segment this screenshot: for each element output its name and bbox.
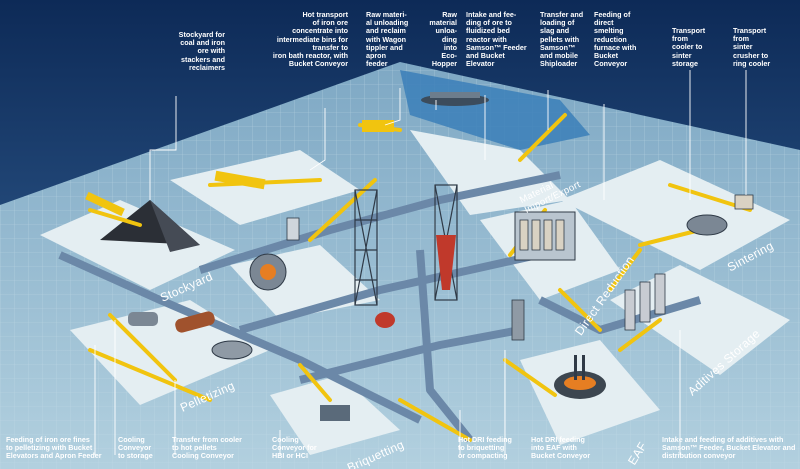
ladle <box>375 312 395 328</box>
callout-cooling-storage: Cooling Conveyor to storage <box>118 435 153 461</box>
rotary-kiln <box>175 311 215 333</box>
eaf-molten <box>564 376 596 390</box>
dri-column <box>511 299 525 341</box>
pelletizing-drum <box>128 312 158 326</box>
lattice-tower-left <box>354 189 378 306</box>
callout-transfer-loading-slag: Transfer and loading of slag and pellets… <box>540 10 584 69</box>
callout-feeding-direct-smelting: Feeding of direct smelting reduction fur… <box>594 10 637 69</box>
pad-import <box>410 130 570 215</box>
pad-stockyard <box>40 200 235 290</box>
harbour-water <box>400 70 590 150</box>
callout-raw-material-eco: Raw material unloa- ding into Eco- Hoppe… <box>429 10 457 69</box>
ship-deck <box>430 92 480 98</box>
callout-transport-cooler: Transport from cooler to sinter storage <box>672 26 706 68</box>
stacker <box>85 191 125 217</box>
additive-silos <box>624 273 666 331</box>
reclaimer <box>214 170 266 190</box>
reactor-cone <box>436 235 456 290</box>
callout-cooling-hbi: Cooling Conveyor for HBI or HCI <box>272 435 317 461</box>
callout-transfer-cooler-pellets: Transfer from cooler to hot pellets Cool… <box>172 435 242 461</box>
eaf-electrode-2 <box>582 355 585 380</box>
ring-cooler-core <box>260 264 276 280</box>
callout-raw-material-unloading: Raw materi- al unloading and reclaim wit… <box>366 10 409 69</box>
coal-stockpile-shade <box>150 200 200 252</box>
callout-stockyard-coal: Stockyard for coal and iron ore with sta… <box>178 30 225 72</box>
callout-transport-sinter: Transport from sinter crusher to ring co… <box>733 26 771 68</box>
callout-hot-transport: Hot transport of iron ore concentrate in… <box>272 10 348 69</box>
eaf-electrode-1 <box>574 355 577 380</box>
callout-intake-feeding-ore: Intake and fee- ding of ore to fluidized… <box>466 10 527 69</box>
callout-intake-additives: Intake and feeding of additives with Sam… <box>662 435 796 461</box>
pad-sintering <box>560 160 790 270</box>
wagon-tippler <box>362 120 394 132</box>
dr-silos <box>519 219 565 251</box>
callout-hot-dri-eaf: Hot DRI feeding into EAF with Bucket Con… <box>531 435 591 461</box>
callout-lines <box>94 70 747 455</box>
callout-hot-dri-briquetting: Hot DRI feeding to briquetting or compac… <box>458 435 512 461</box>
sinter-cooler <box>686 214 728 236</box>
briquette-press <box>320 405 350 421</box>
sinter-crusher <box>734 194 754 210</box>
pellet-cooler <box>211 340 253 360</box>
callout-feeding-fines: Feeding of iron ore fines to pelletizing… <box>6 435 102 461</box>
cooling-tower <box>286 217 300 241</box>
